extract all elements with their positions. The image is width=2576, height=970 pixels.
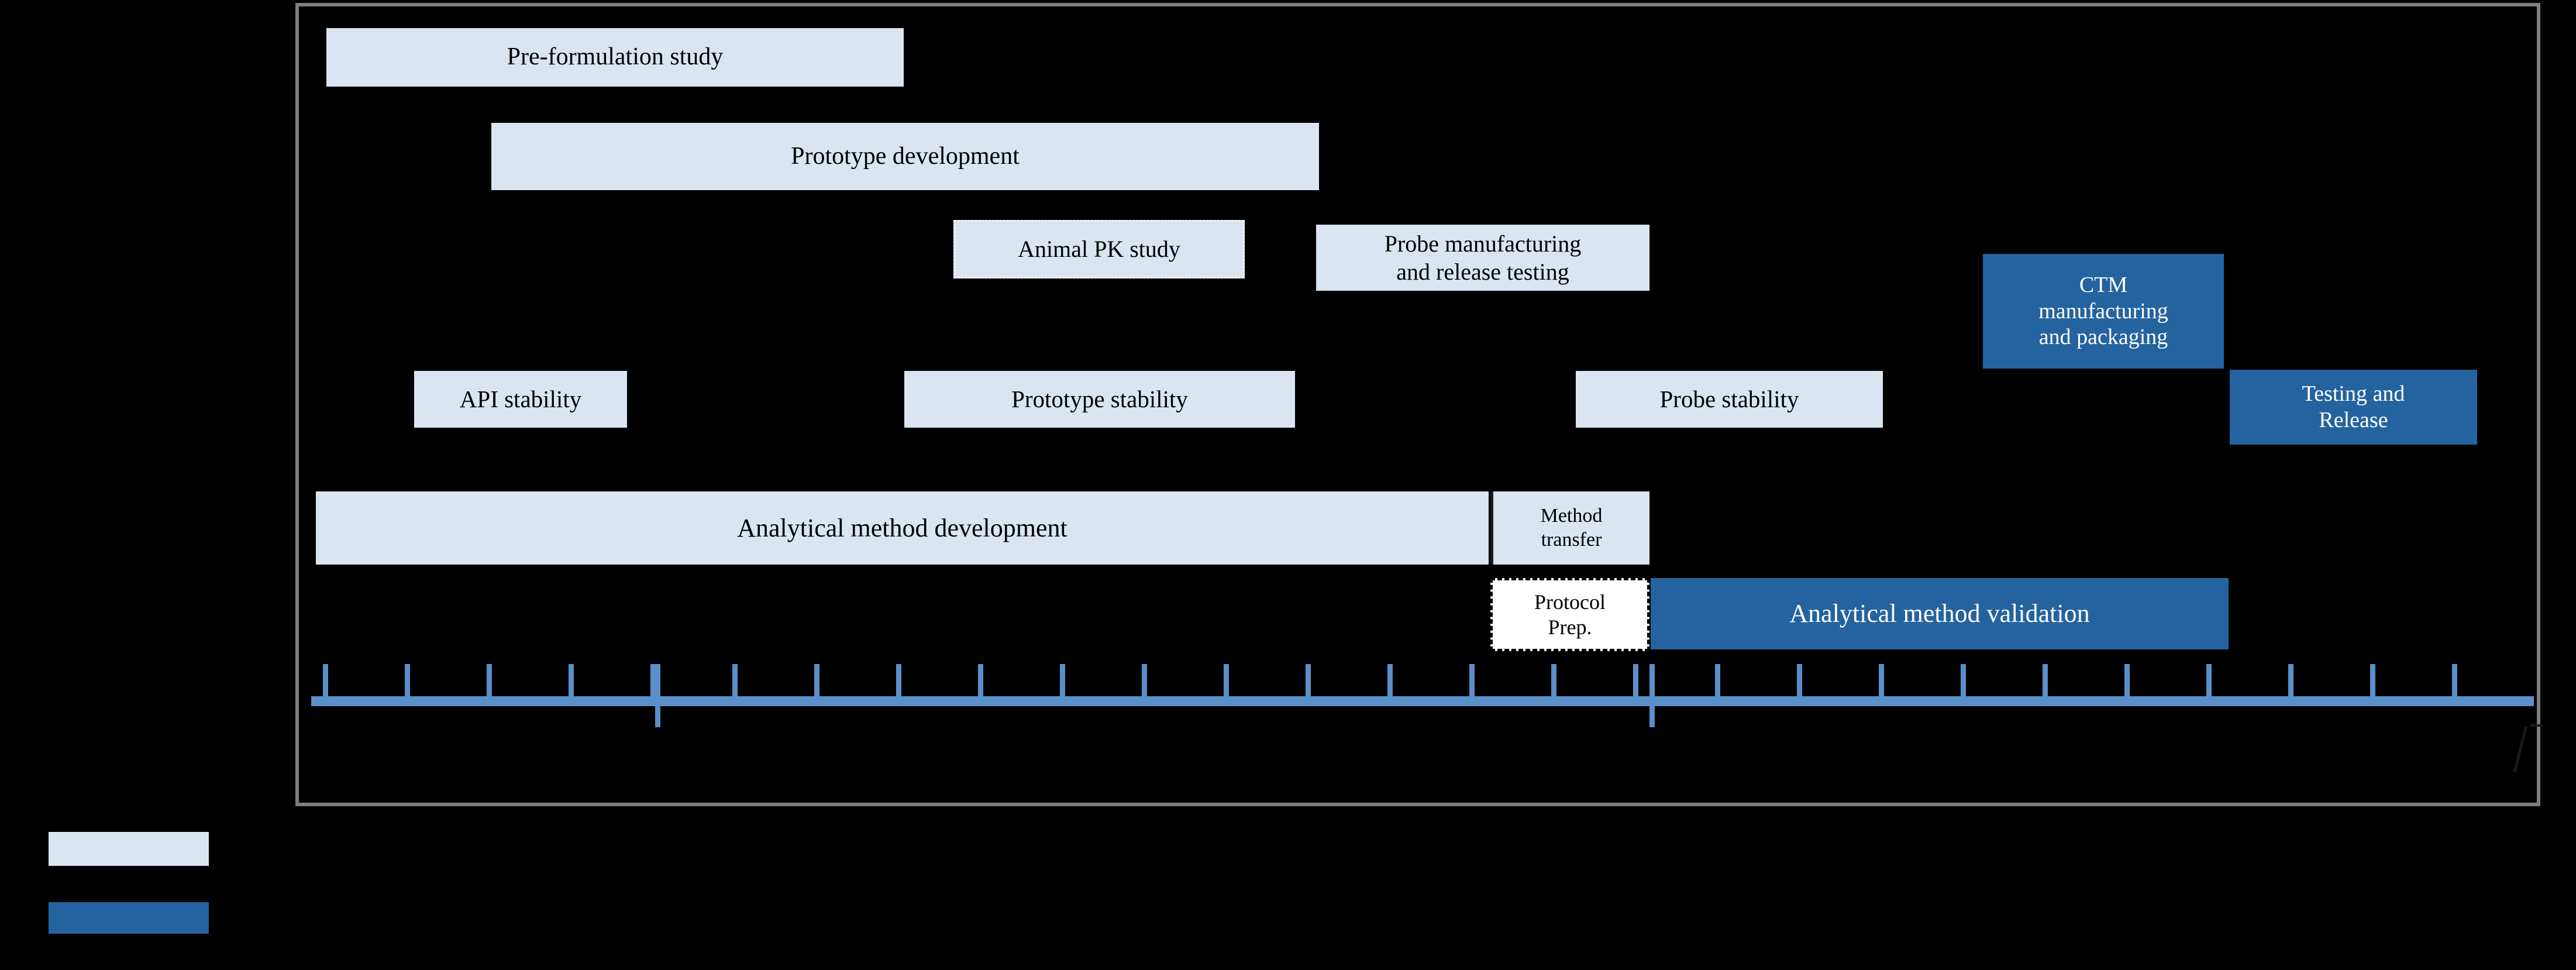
task-label: Prototype stability (1011, 386, 1188, 413)
timeline-tick (1387, 664, 1393, 706)
timeline-tick (1879, 664, 1884, 706)
timeline-tick (1469, 664, 1475, 706)
timeline-tick (487, 664, 492, 706)
task-bar-api-stability[interactable]: API stability (414, 371, 627, 428)
timeline-tick (1142, 664, 1147, 706)
task-bar-protocol-prep[interactable]: Protocol Prep. (1490, 578, 1649, 651)
timeline-tick (814, 664, 819, 706)
timeline-tick (2043, 664, 2048, 706)
timeline-tick (1551, 664, 1556, 706)
task-bar-method-transfer[interactable]: Method transfer (1490, 491, 1649, 565)
task-label: Probe stability (1659, 386, 1799, 413)
timeline-milestone-marker[interactable] (1649, 664, 1655, 727)
timeline-tick (1715, 664, 1720, 706)
timeline-tick (2370, 664, 2375, 706)
task-bar-analytical-method-development[interactable]: Analytical method development (316, 491, 1489, 565)
legend-swatch-light (49, 832, 209, 866)
task-bar-prototype-development[interactable]: Prototype development (491, 123, 1319, 190)
task-bar-analytical-method-validation[interactable]: Analytical method validation (1651, 578, 2229, 649)
timeline-tick (1060, 664, 1065, 706)
task-bar-animal-pk-study[interactable]: Animal PK study (953, 220, 1245, 278)
timeline-tick (2288, 664, 2293, 706)
timeline-tick (1306, 664, 1311, 706)
task-label: Method transfer (1540, 505, 1603, 551)
task-bar-probe-manufacturing-and-release-testing[interactable]: Probe manufacturing and release testing (1316, 225, 1649, 291)
timeline-tick (1224, 664, 1229, 706)
task-label: Testing and Release (2302, 381, 2405, 432)
task-label: Pre-formulation study (507, 43, 724, 71)
timeline-tick (2124, 664, 2130, 706)
timeline-tick (2206, 664, 2212, 706)
timeline-tick (1797, 664, 1802, 706)
task-label: API stability (459, 386, 582, 413)
timeline-tick (1961, 664, 1966, 706)
task-label: Prototype development (791, 142, 1020, 170)
timeline-tick (978, 664, 983, 706)
timeline-tick (650, 664, 656, 706)
task-label: Analytical method development (737, 513, 1067, 542)
timeline-milestone-marker[interactable] (655, 664, 660, 727)
task-bar-probe-stability[interactable]: Probe stability (1576, 371, 1883, 428)
timeline-tick (1633, 664, 1638, 706)
timeline-tick (2452, 664, 2457, 706)
timeline-tick (732, 664, 738, 706)
timeline-axis-line (311, 696, 2534, 706)
task-label: Animal PK study (1018, 236, 1180, 263)
gantt-plot-frame (295, 3, 2540, 806)
task-label: Probe manufacturing and release testing (1384, 231, 1582, 285)
task-label: Protocol Prep. (1534, 590, 1606, 639)
task-bar-testing-and-release[interactable]: Testing and Release (2230, 370, 2477, 445)
timeline-tick (405, 664, 410, 706)
task-label: CTM manufacturing and packaging (2038, 272, 2168, 350)
timeline-tick (896, 664, 901, 706)
frame-corner-mark (2530, 724, 2543, 727)
task-bar-prototype-stability[interactable]: Prototype stability (904, 371, 1295, 428)
task-bar-pre-formulation-study[interactable]: Pre-formulation study (326, 28, 904, 87)
task-bar-ctm-manufacturing-and-packaging[interactable]: CTM manufacturing and packaging (1983, 254, 2224, 369)
timeline-tick (569, 664, 574, 706)
task-label: Analytical method validation (1789, 599, 2090, 628)
legend-swatch-dark (49, 902, 209, 934)
timeline-tick (323, 664, 328, 706)
